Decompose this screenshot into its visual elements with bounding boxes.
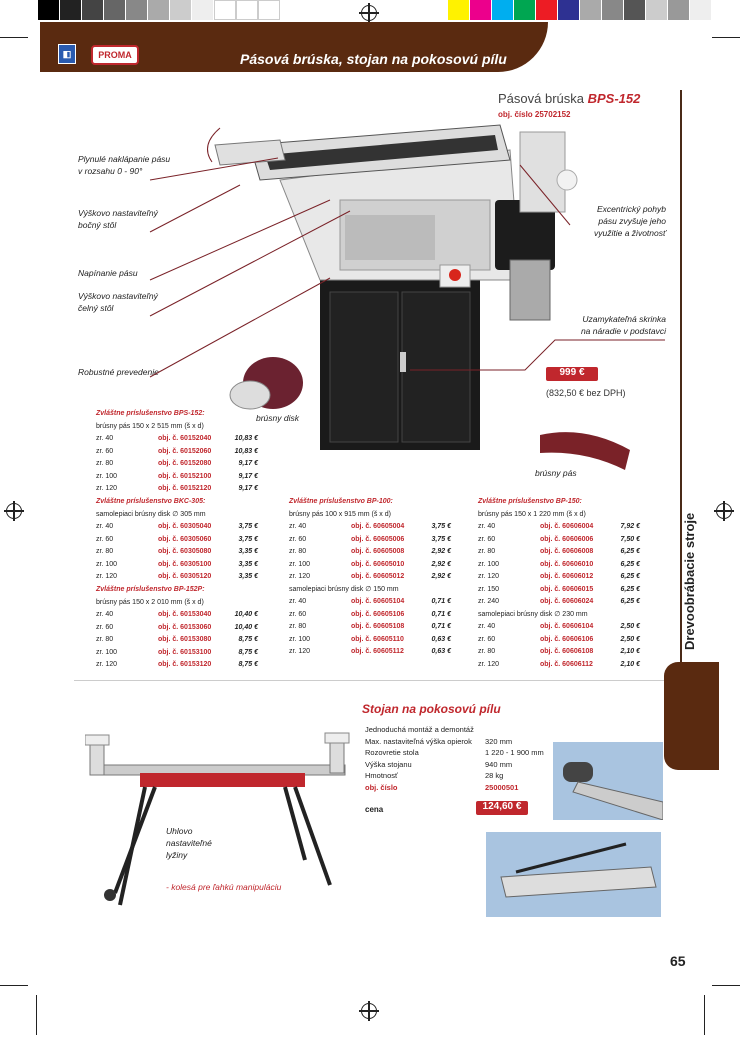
sanding-belt-image: [540, 432, 630, 470]
registration-mark-icon: [4, 501, 24, 521]
crop-mark: [712, 985, 740, 986]
detail-photo-rail: [553, 742, 663, 820]
crop-mark: [704, 995, 705, 1035]
crop-mark: [712, 37, 740, 38]
callout-robust: Robustné prevedenie: [78, 367, 159, 377]
callout-tension: Napínanie pásu: [78, 268, 138, 278]
proma-logo: PROMA: [91, 45, 139, 65]
section-divider: [680, 90, 682, 690]
callout-wheels: - kolesá pre ľahkú manipuláciu: [166, 882, 282, 892]
accessory-block-bkc305: Zvláštne príslušenstvo BKC-305: samolepi…: [96, 496, 258, 584]
stand-intro: Jednoduchá montáž a demontáž: [365, 725, 474, 734]
product-title: Pásová brúska BPS-152: [498, 91, 640, 106]
crop-mark: [0, 37, 28, 38]
registration-mark-icon: [359, 1001, 379, 1021]
page-number: 65: [670, 953, 686, 969]
sanding-disc-image: [229, 357, 303, 410]
registration-mark-icon: [359, 3, 379, 23]
product-price: 999 €: [546, 367, 598, 381]
accessory-block-bps152: Zvláštne príslušenstvo BPS-152: brúsny p…: [96, 408, 258, 496]
grayscale-calibration-bar: [38, 0, 280, 20]
crop-mark: [36, 995, 37, 1035]
stand-title: Stojan na pokosovú pílu: [362, 702, 501, 716]
callout-lines: [149, 127, 665, 378]
section-separator: [74, 680, 664, 681]
belt-sander-image: [214, 124, 578, 450]
detail-photo-stand: [486, 832, 661, 917]
sanding-disc-label: brúsny disk: [256, 413, 299, 423]
crop-mark: [0, 985, 28, 986]
registration-mark-icon: [714, 501, 734, 521]
product-name: Pásová brúska: [498, 91, 584, 106]
accessory-block-bp152p: Zvláštne príslušenstvo BP-152P: brúsny p…: [96, 584, 258, 672]
color-calibration-bar: [448, 0, 712, 20]
product-order-number: obj. číslo 25702152: [498, 110, 571, 119]
stand-price: 124,60 €: [476, 801, 528, 815]
section-tab: [664, 662, 719, 770]
sanding-belt-label: brúsny pás: [535, 468, 577, 478]
product-model: BPS-152: [587, 91, 641, 106]
accessory-block-bp150: Zvláštne príslušenstvo BP-150: brúsny pá…: [478, 496, 640, 671]
accessory-block-bp100: Zvláštne príslušenstvo BP-100: brúsny pá…: [289, 496, 451, 659]
company-logo-icon: ◧: [58, 44, 76, 64]
stand-price-label: cena: [365, 805, 384, 814]
stand-specs: Jednoduchá montáž a demontáž Max. nastav…: [365, 725, 544, 792]
miter-saw-stand-image: [85, 732, 350, 906]
product-price-net: (832,50 € bez DPH): [546, 388, 626, 398]
section-tab-label: Drevoobrábacie stroje: [682, 512, 697, 650]
page-title: Pásová brúska, stojan na pokosovú pílu: [240, 51, 507, 67]
